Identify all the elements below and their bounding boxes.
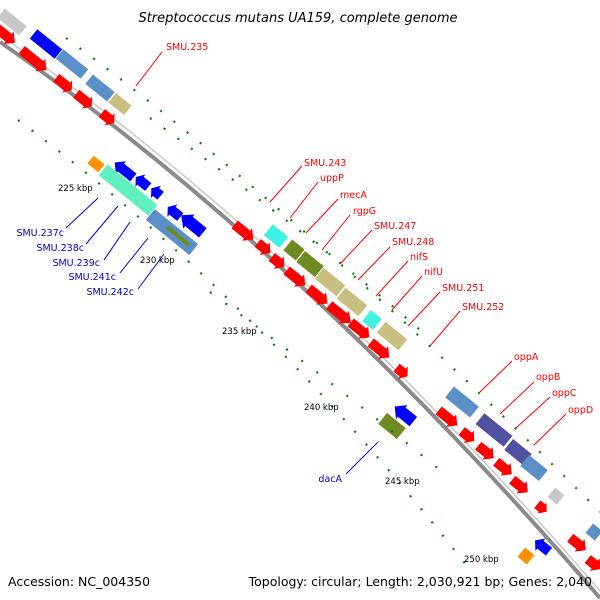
gene-label: SMU.235 [166,42,208,53]
gene-label: SMU.238c [36,243,84,254]
feature-block [585,523,600,541]
gene-label: SMU.241c [68,272,116,283]
gene-label: SMU.251 [442,283,484,294]
feature-block [547,487,565,505]
genome-summary-text: Topology: circular; Length: 2,030,921 bp… [248,574,592,589]
gene-label: dacA [318,474,342,485]
gene-label: rgpG [353,206,376,217]
genome-backbone-inner [0,34,600,592]
gene-label: mecA [340,190,367,201]
reverse-genes-upper [87,155,207,256]
gene-label: nifU [424,267,443,278]
gene-label: oppD [568,405,593,416]
gene-label: SMU.242c [86,287,134,298]
feature-block [362,310,382,330]
leader-lines-reverse [65,197,379,475]
feature-block [135,174,152,191]
feature-block [517,547,535,565]
leader-lines-forward [135,51,567,446]
genome-backbone-outer [0,40,600,600]
forward-genes-top [0,21,115,126]
feature-block [87,155,105,173]
feature-block [378,413,406,439]
tick-dot-rows [17,37,600,571]
feature-block [263,224,289,248]
feature-block [520,455,548,481]
forward-genes-right [435,406,600,571]
gene-label: SMU.252 [462,302,504,313]
feature-block [504,439,532,465]
feature-block [167,204,184,221]
feature-block [0,8,27,36]
gene-label: uppP [320,173,344,184]
gene-label: SMU.247 [374,221,416,232]
tick-label: 230 kbp [140,256,175,266]
gene-label: SMU.237c [16,228,64,239]
feature-block [55,49,89,79]
gene-label: nifS [410,252,428,263]
feature-block [296,251,324,277]
gene-label: oppA [514,352,539,363]
feature-block [85,74,115,102]
feature-block [336,287,368,317]
right-cluster [445,386,600,565]
feature-block [108,93,132,115]
gene-label: SMU.239c [52,258,100,269]
tick-label: 240 kbp [304,403,339,413]
map-title: Streptococcus mutans UA159, complete gen… [138,11,457,26]
feature-block [134,194,154,214]
feature-block [535,538,553,556]
gene-label: SMU.243 [304,158,346,169]
accession-text: Accession: NC_004350 [8,574,150,589]
feature-block [181,214,207,238]
feature-block [283,239,305,261]
feature-block [150,185,164,200]
gene-label: oppB [536,372,560,383]
feature-block [394,405,418,427]
feature-track-a [0,8,132,115]
tick-label: 250 kbp [464,555,499,565]
feature-block [165,225,191,247]
tick-label: 245 kbp [385,477,420,487]
gene-label: oppC [552,388,577,399]
feature-block [29,29,63,59]
tick-label: 235 kbp [222,327,257,337]
middle-cluster [263,224,408,351]
gene-label: SMU.248 [392,237,434,248]
forward-genes-middle [231,220,408,379]
feature-block [445,386,479,418]
tick-dot-row-outer [209,291,441,471]
feature-block [376,321,408,351]
dac-cluster [378,405,418,439]
tick-label: 225 kbp [58,184,93,194]
feature-block [475,413,513,447]
feature-block [314,267,346,297]
feature-block [114,161,137,182]
